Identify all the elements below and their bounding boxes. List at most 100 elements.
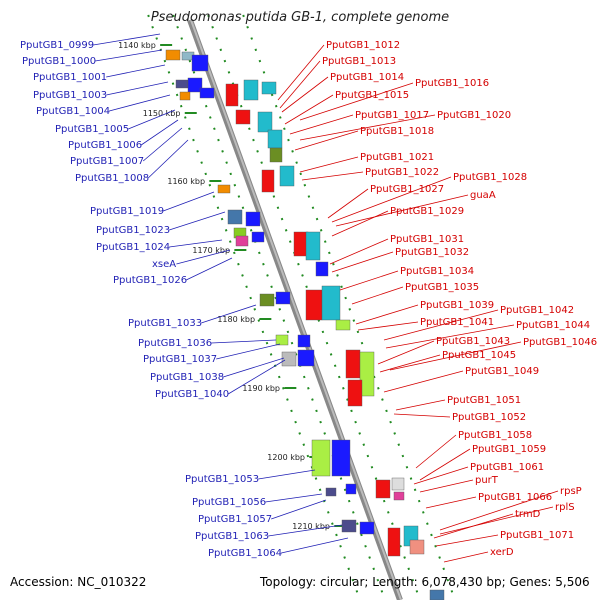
gene-leader-line — [169, 211, 226, 231]
gene-block — [267, 129, 283, 149]
gene-label-right: PputGB1_1061 — [470, 462, 544, 473]
gene-label-right: PputGB1_1020 — [437, 110, 511, 121]
gene-leader-line — [201, 304, 257, 324]
gene-leader-line — [227, 359, 286, 395]
gene-leader-line — [211, 339, 277, 344]
gene-block — [305, 231, 321, 261]
gene-leader-line — [439, 490, 559, 531]
gene-leader-line — [277, 44, 325, 101]
gene-label-right: rplS — [555, 502, 575, 513]
gene-block — [345, 483, 357, 495]
gene-block — [409, 539, 425, 555]
gene-label-right: PputGB1_1059 — [472, 444, 546, 455]
gene-leader-line — [443, 551, 489, 563]
gene-leader-line — [289, 114, 354, 135]
gene-leader-line — [284, 94, 334, 125]
gene-label-left: PputGB1_1006 — [68, 140, 142, 151]
gene-leader-line — [140, 119, 179, 146]
gene-leader-line — [383, 309, 499, 341]
gene-block — [199, 87, 215, 99]
gene-block — [331, 439, 351, 477]
gene-leader-line — [331, 176, 452, 223]
gene-leader-line — [109, 94, 171, 112]
gene-block — [165, 49, 181, 61]
genome-backbone-highlight — [190, 19, 402, 600]
gene-label-right: PputGB1_1041 — [420, 317, 494, 328]
gene-block — [359, 521, 375, 535]
gene-label-left: PputGB1_1019 — [90, 206, 164, 217]
gene-label-left: PputGB1_1057 — [198, 514, 272, 525]
gene-block — [191, 54, 209, 72]
kbp-tick-label: 1150 kbp — [143, 109, 181, 118]
gene-leader-line — [163, 191, 215, 212]
gene-leader-line — [435, 534, 499, 547]
gene-label-right: PputGB1_1039 — [420, 300, 494, 311]
gene-leader-line — [415, 434, 457, 469]
gene-leader-line — [281, 537, 349, 554]
gene-block — [245, 211, 261, 227]
gene-block — [217, 184, 231, 194]
gene-leader-line — [425, 496, 477, 509]
gene-leader-line — [271, 499, 327, 520]
gene-block — [261, 169, 275, 193]
gene-leader-line — [419, 448, 471, 481]
kbp-tick-label: 1210 kbp — [292, 522, 330, 531]
gene-label-right: PputGB1_1051 — [447, 395, 521, 406]
gene-label-left: PputGB1_1033 — [128, 318, 202, 329]
gene-label-left: PputGB1_1053 — [185, 474, 259, 485]
gene-block — [297, 349, 315, 367]
gene-label-right: PputGB1_1031 — [390, 234, 464, 245]
gene-leader-line — [331, 210, 389, 237]
gene-label-right: PputGB1_1027 — [370, 184, 444, 195]
gene-label-right: PputGB1_1066 — [478, 492, 552, 503]
accession-text: Accession: NC_010322 — [10, 575, 147, 589]
gene-label-right: PputGB1_1015 — [335, 90, 409, 101]
gene-label-right: PputGB1_1049 — [465, 366, 539, 377]
gene-leader-line — [216, 343, 281, 360]
gene-block — [235, 109, 251, 125]
gene-block — [225, 83, 239, 107]
gene-block — [311, 439, 331, 477]
gene-label-right: PputGB1_1012 — [326, 40, 400, 51]
gene-block — [187, 77, 203, 93]
gene-label-right: PputGB1_1032 — [395, 247, 469, 258]
gene-label-right: PputGB1_1021 — [360, 152, 434, 163]
gene-label-left: PputGB1_1007 — [70, 156, 144, 167]
gene-block — [315, 261, 329, 277]
gene-leader-line — [106, 64, 166, 78]
gene-label-right: PputGB1_1046 — [523, 337, 597, 348]
gene-leader-line — [439, 506, 554, 535]
gene-block — [391, 477, 405, 491]
gene-leader-line — [395, 399, 446, 411]
gene-label-right: trmD — [515, 509, 541, 520]
gene-block — [235, 235, 249, 247]
gene-block — [179, 91, 191, 101]
gene-leader-line — [335, 194, 469, 227]
gene-block — [261, 81, 277, 95]
gene-leader-line — [433, 513, 514, 539]
gene-label-right: PputGB1_1029 — [390, 206, 464, 217]
gene-label-left: PputGB1_1004 — [36, 106, 110, 117]
gene-label-left: PputGB1_1023 — [96, 225, 170, 236]
gene-leader-line — [327, 188, 369, 219]
gene-block — [393, 491, 405, 501]
gene-label-right: guaA — [470, 190, 496, 201]
gene-leader-line — [176, 249, 231, 265]
gene-block — [269, 147, 283, 163]
gene-label-left: PputGB1_0999 — [20, 40, 94, 51]
gene-label-right: PputGB1_1071 — [500, 530, 574, 541]
gene-leader-line — [351, 286, 404, 305]
gene-block — [243, 79, 259, 101]
gene-leader-line — [299, 82, 414, 121]
gene-label-right: PputGB1_1042 — [500, 305, 574, 316]
gene-leader-line — [106, 81, 169, 96]
gene-label-left: PputGB1_1056 — [192, 497, 266, 508]
gene-label-right: PputGB1_1013 — [322, 56, 396, 67]
gene-block — [259, 293, 275, 307]
gene-leader-line — [93, 33, 161, 46]
gene-leader-line — [301, 171, 364, 181]
gene-block — [429, 589, 445, 600]
gene-block — [359, 351, 375, 397]
gene-block — [387, 527, 401, 557]
